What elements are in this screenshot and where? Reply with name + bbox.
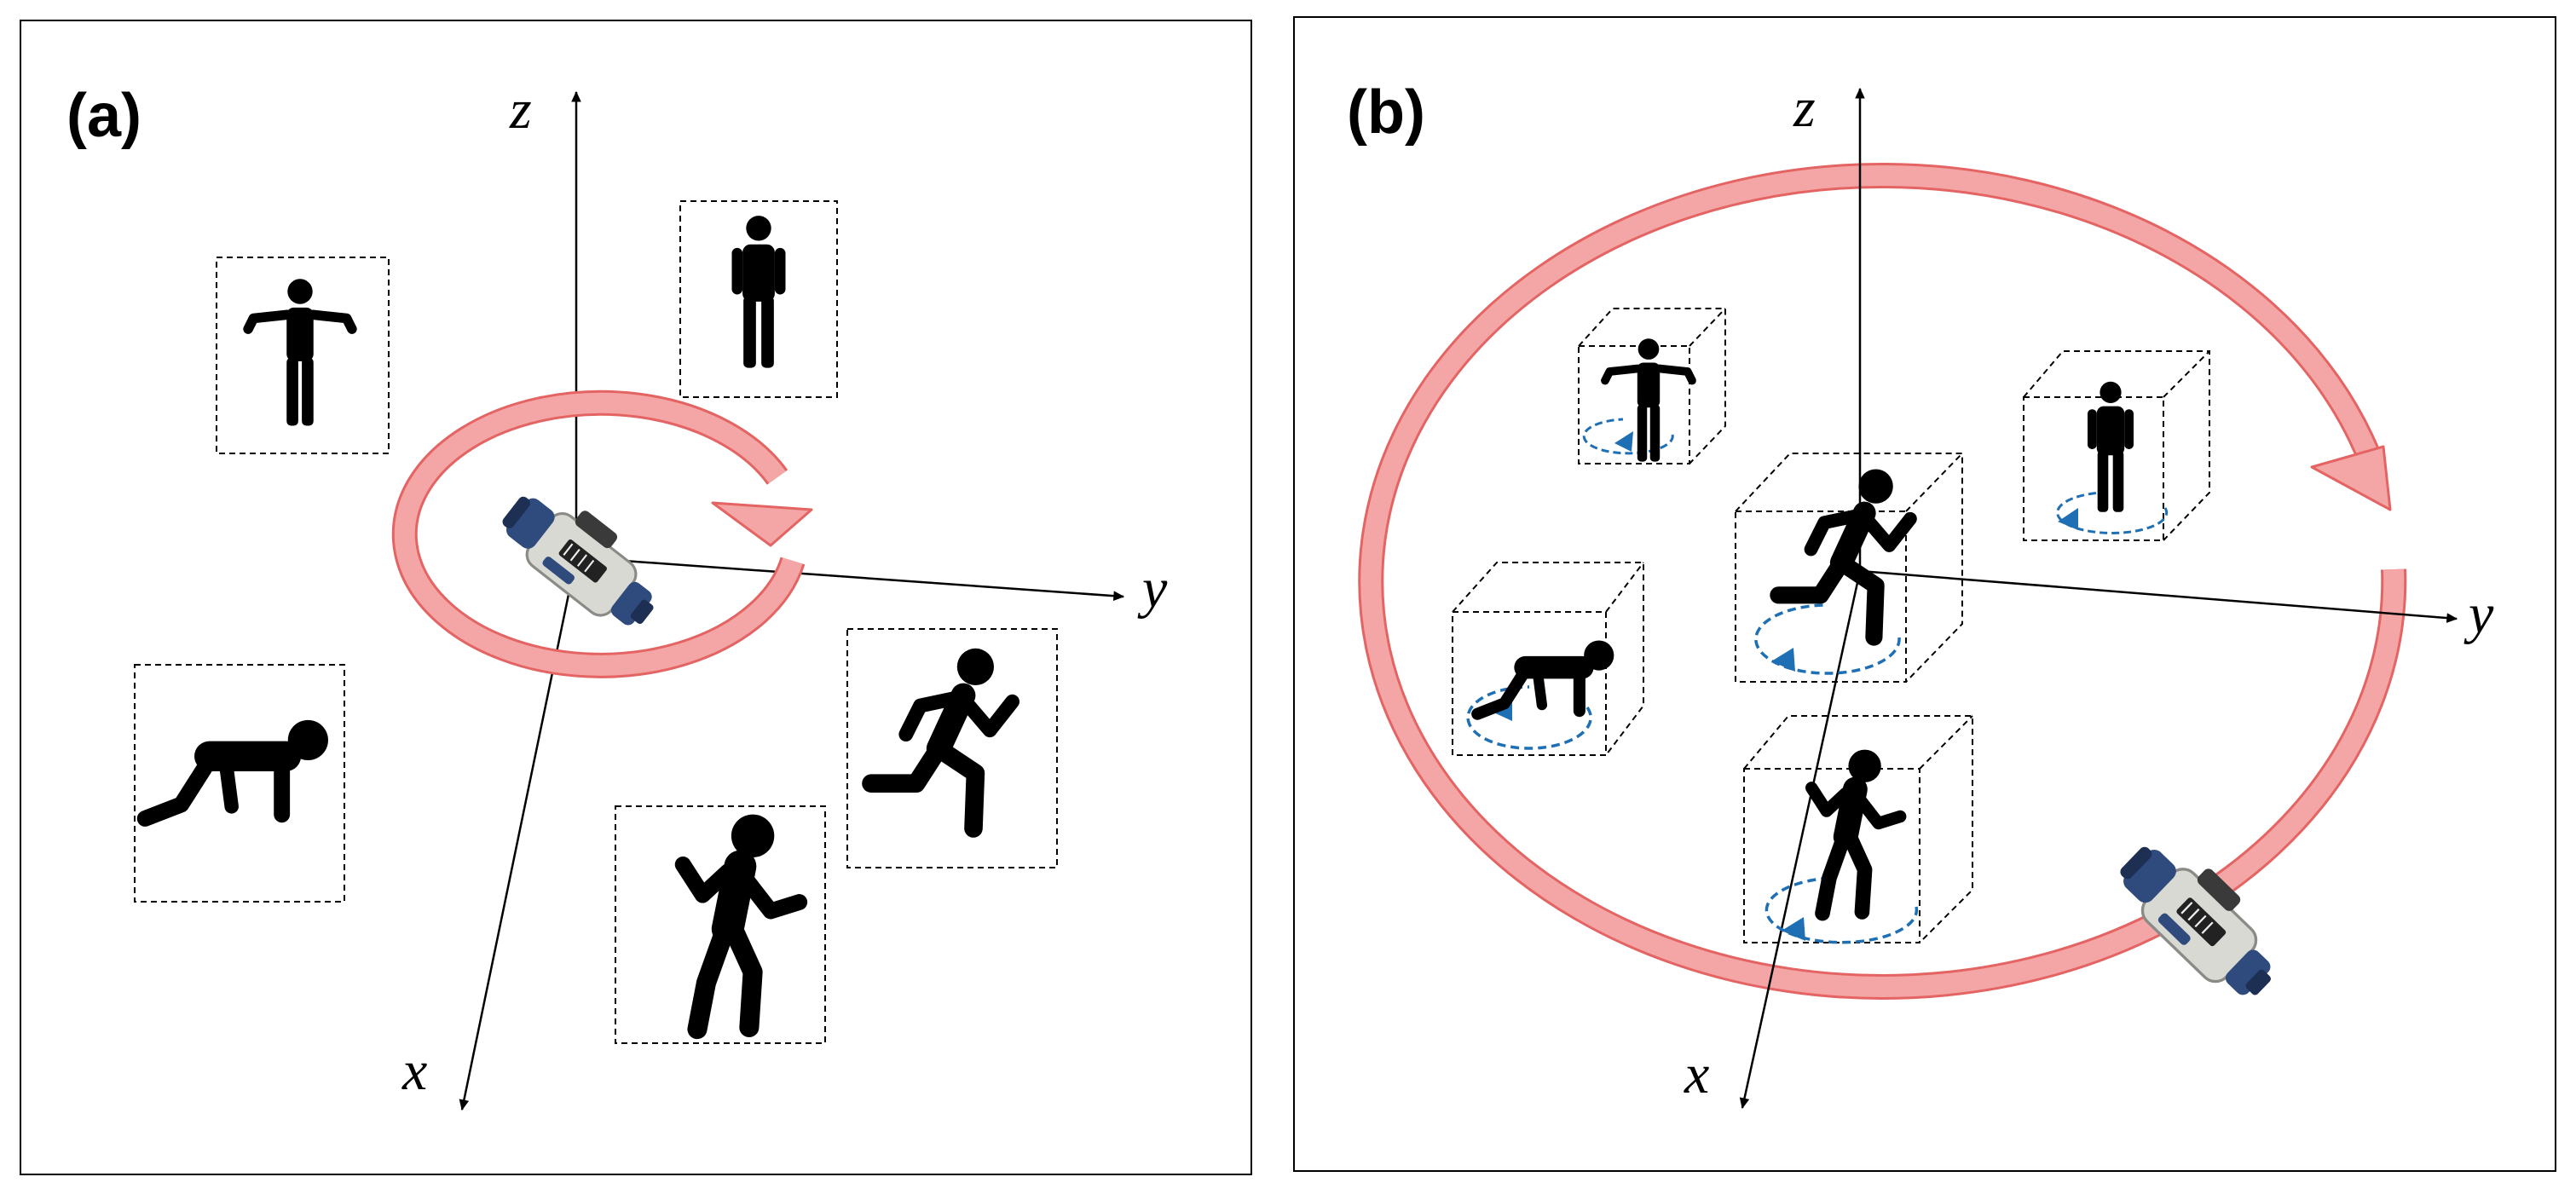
person-running-icon — [1778, 469, 1910, 637]
panel-b-local-rotation-standing — [2056, 491, 2169, 534]
panel-b-x-axis — [1739, 570, 1862, 1110]
panel-a-z-label: z — [509, 78, 532, 141]
panel-a: (a) z y x — [20, 20, 1252, 1175]
panel-a-frame — [20, 20, 1252, 1175]
panel-a-x-label: x — [401, 1040, 427, 1102]
person-shrug-icon — [248, 279, 352, 425]
person-dancing-icon — [683, 815, 800, 1030]
panel-a-person-box-dancing — [615, 806, 826, 1043]
panel-b-local-rotation-dancing — [1765, 876, 1919, 944]
person-crawling-icon — [1477, 640, 1614, 713]
panel-a-person-box-crawling — [135, 664, 345, 903]
panel-a-y-axis — [575, 556, 1125, 601]
panel-b-local-rotation-crawling — [1466, 685, 1592, 750]
panel-b-label: (b) — [1347, 78, 1425, 147]
panel-b-person-cube-crawling — [1452, 562, 1644, 756]
person-standing-icon — [731, 216, 786, 368]
panel-b-person-cube-standing — [2023, 350, 2210, 541]
person-crawling-icon — [145, 720, 328, 819]
panel-a-y-label: y — [1137, 557, 1168, 620]
panel-b-x-label: x — [1684, 1043, 1709, 1105]
person-running-icon — [871, 649, 1013, 828]
panel-b-frame — [1293, 16, 2556, 1172]
panel-a-person-box-running — [846, 628, 1058, 868]
panel-a-person-box-shrug — [216, 257, 390, 454]
video-camera-icon — [490, 471, 678, 643]
panel-b-local-rotation-shrug — [1582, 418, 1674, 455]
panel-b-y-label: y — [2463, 583, 2494, 645]
panel-b-person-cube-shrug — [1578, 308, 1726, 464]
panel-b-person-cube-running — [1735, 453, 1963, 683]
person-dancing-icon — [1811, 750, 1900, 914]
panel-b-local-rotation-running — [1754, 603, 1901, 675]
panel-b-y-axis — [1859, 569, 2458, 623]
panel-a-camera-rotation-arrow — [391, 389, 813, 678]
panel-b-z-label: z — [1793, 77, 1816, 139]
panel-b: (b) z y x — [1293, 16, 2556, 1172]
panel-a-person-box-standing — [679, 200, 838, 398]
panel-b-person-cube-dancing — [1743, 715, 1973, 943]
panel-a-label: (a) — [66, 82, 142, 150]
